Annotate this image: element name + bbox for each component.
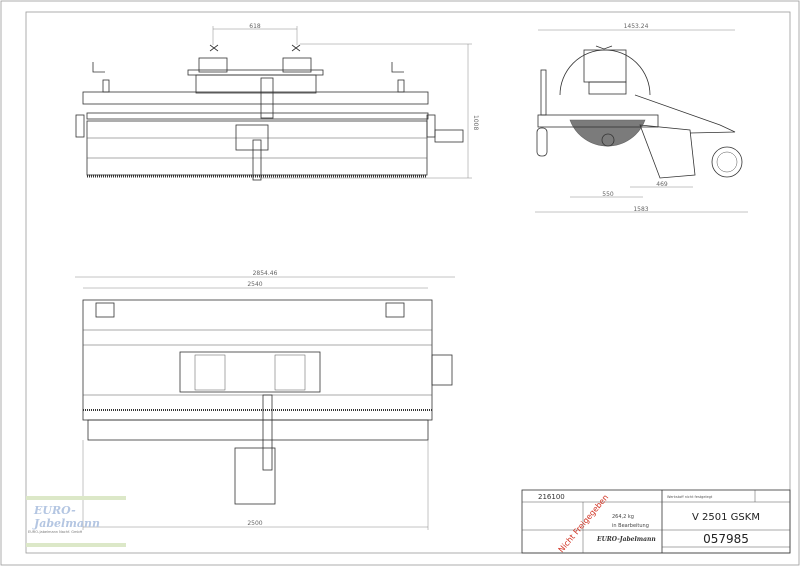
dim-1453-24: 1453.24 [624, 23, 649, 30]
drawing-number: 216100 [538, 493, 565, 501]
drawing-frame [25, 11, 791, 554]
article-number: 057985 [703, 532, 749, 546]
dim-1008: 1008 [472, 115, 479, 130]
title-block: 216100 Werkstoff nicht festgelegt 264,2 … [521, 489, 791, 554]
status: in Bearbeitung [612, 523, 649, 529]
dim-618: 618 [249, 23, 261, 30]
material: Werkstoff nicht festgelegt [667, 495, 713, 499]
title-block-logo: EURO-Jabelmann [596, 536, 656, 543]
dim-469: 469 [656, 181, 668, 188]
designation: V 2501 GSKM [692, 512, 760, 523]
watermark-logo: EURO-Jabelmann EURO-Jabelmann Nachf. Gmb… [26, 496, 126, 547]
dim-2854-46: 2854.46 [253, 270, 278, 277]
watermark-logo-text: EURO-Jabelmann [34, 504, 100, 530]
top-view: 2854.46 2540 2500 [75, 270, 455, 530]
dim-1583: 1583 [633, 206, 648, 213]
dim-2540: 2540 [247, 281, 262, 288]
side-view: 1453.24 469 550 1583 [535, 23, 748, 213]
dim-550: 550 [602, 191, 614, 198]
weight: 264,2 kg [612, 514, 634, 520]
watermark-company: EURO-Jabelmann Nachf. GmbH [28, 530, 83, 534]
front-view: 618 1008 [75, 23, 479, 181]
dim-2500: 2500 [247, 520, 262, 527]
